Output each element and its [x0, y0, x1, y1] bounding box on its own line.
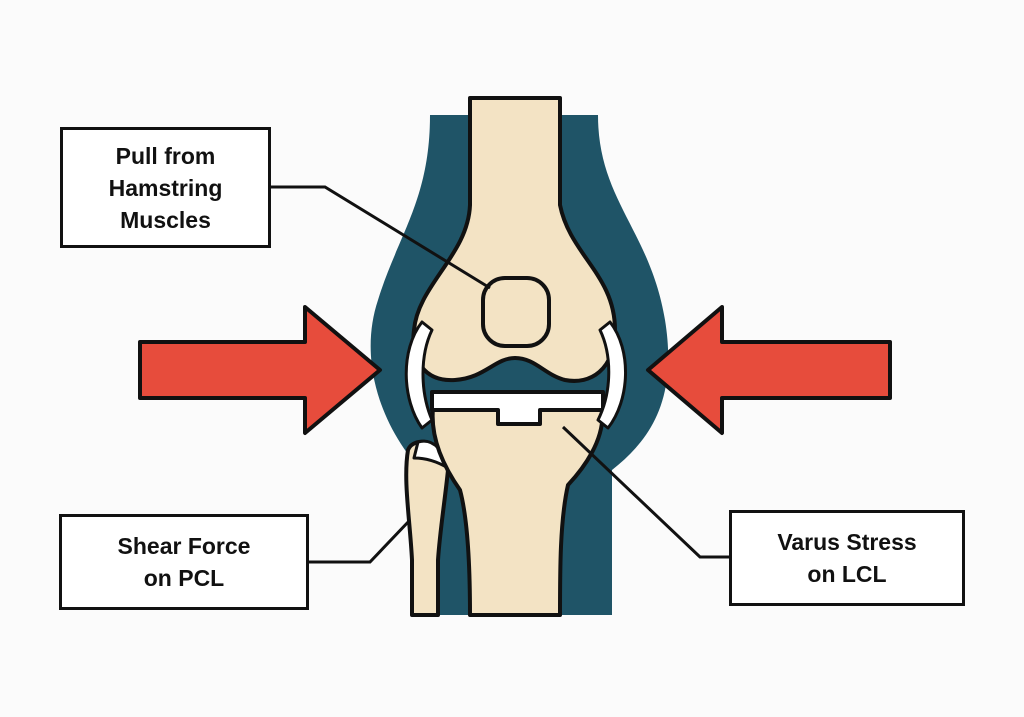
leader-line-varus: [561, 425, 730, 559]
tibial-plateau: [430, 390, 605, 426]
label-hamstring-line-1: Pull from: [115, 142, 216, 169]
label-varus-line-1: Varus Stress: [777, 529, 917, 555]
arrow-left-icon: [646, 305, 892, 435]
label-hamstring: Pull from Hamstring Muscles: [60, 127, 271, 248]
leader-line-shear: [308, 518, 412, 564]
label-hamstring-line-2: Hamstring: [108, 174, 223, 201]
label-shear-force: Shear Force on PCL: [59, 514, 309, 610]
patella: [481, 276, 551, 348]
label-hamstring-line-3: Muscles: [120, 206, 211, 233]
label-shear-line-1: Shear Force: [117, 533, 251, 559]
leader-line-hamstring: [270, 185, 491, 290]
label-varus-line-2: on LCL: [807, 561, 887, 587]
meniscus-right: [596, 320, 627, 430]
arrow-right-icon: [138, 305, 382, 435]
label-shear-line-2: on PCL: [143, 565, 225, 591]
tibia: [430, 406, 605, 617]
meniscus-left: [404, 320, 434, 430]
label-varus-stress: Varus Stress on LCL: [729, 510, 965, 606]
femur: [411, 96, 617, 383]
